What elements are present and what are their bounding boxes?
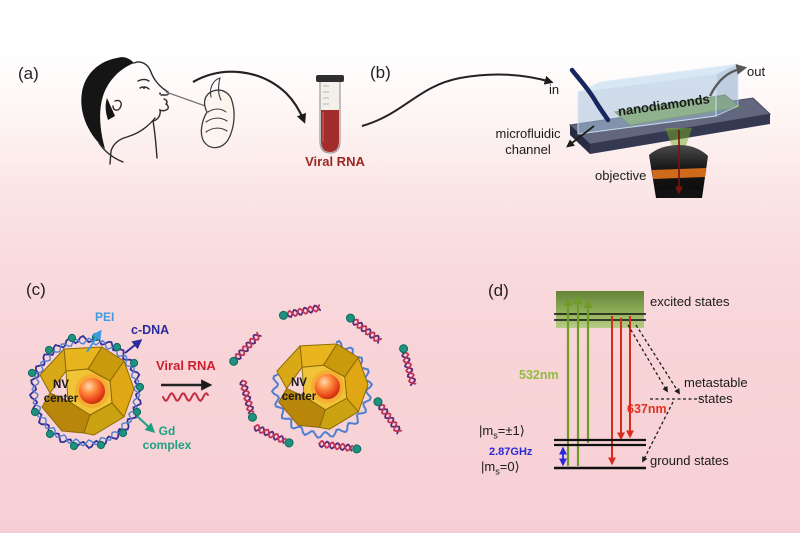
curved-arrow <box>361 73 554 127</box>
gd-complex-dots <box>27 332 145 451</box>
metastable-states-label-line1: metastable <box>684 375 748 390</box>
panel-c-label: (c) <box>26 280 46 299</box>
outlet-arrow <box>708 64 748 97</box>
nostril <box>159 92 161 95</box>
cdna-coating-ring <box>28 334 144 450</box>
ground-state-levels <box>554 438 646 470</box>
curved-arrow <box>192 70 307 124</box>
panel-b-label: (b) <box>370 63 391 82</box>
hair <box>81 57 134 149</box>
strand-1 <box>277 302 322 322</box>
viral-rna-wave <box>162 391 209 403</box>
functionalized-nanodiamond-scheme <box>27 302 418 455</box>
excited-states-label: excited states <box>650 294 730 309</box>
strand-2 <box>343 311 383 345</box>
ground-states-label: ground states <box>650 453 729 468</box>
outlet-label: out <box>747 64 766 79</box>
pei-label: PEI <box>95 310 115 324</box>
swab-stick <box>165 91 212 109</box>
sideburn <box>105 98 115 120</box>
arrow-swab-to-tube <box>192 70 307 124</box>
strand-7 <box>252 422 296 450</box>
gd-arrow <box>136 415 156 434</box>
nonradiative-paths <box>627 324 702 463</box>
test-tube <box>316 75 344 154</box>
hand <box>200 77 235 149</box>
person-head <box>81 57 170 165</box>
cdna-arrow <box>124 339 143 354</box>
graduations <box>323 85 329 105</box>
inlet-tube <box>569 67 611 123</box>
microwave-frequency-label: 2.87GHz <box>489 446 533 458</box>
nv-center-label-1: NV center <box>43 379 79 405</box>
ms-zero-label: |ms=0⟩ <box>481 459 520 477</box>
swab-sampling-illustration <box>81 57 235 165</box>
tube-liquid <box>321 110 339 152</box>
panel-d-label: (d) <box>488 281 509 300</box>
channel-pointer-arrow <box>566 125 595 148</box>
ms-plus-minus-one-label: |ms=±1⟩ <box>479 423 525 441</box>
strand-5 <box>237 378 259 424</box>
strand-6 <box>371 395 404 436</box>
viral-rna-trigger-label: Viral RNA <box>156 358 216 373</box>
nanodiamond-released <box>270 339 374 439</box>
objective-label: objective <box>595 168 647 183</box>
objective-assembly <box>649 128 708 198</box>
pei-arrow <box>86 329 102 353</box>
tube-rim <box>316 75 344 82</box>
strand-4 <box>397 342 418 387</box>
viral-rna-sample-label: Viral RNA <box>305 154 365 169</box>
cdna-label: c-DNA <box>131 323 170 337</box>
emission-637-arrows <box>608 316 634 466</box>
gd-complex-label: Gd complex <box>142 424 192 453</box>
pump-wavelength-label: 532nm <box>519 368 559 382</box>
face-profile <box>98 61 170 165</box>
inlet-label: in <box>549 82 560 97</box>
strand-3 <box>227 330 263 368</box>
eye <box>143 87 145 89</box>
pump-532-arrows <box>563 295 593 466</box>
pei-coating-ring <box>31 337 141 447</box>
channel-glass-box <box>577 63 739 135</box>
nanodiamond-coated <box>27 332 145 451</box>
microfluidic-channel-label: microfluidic channel <box>495 126 561 157</box>
metastable-states-label-line2: states <box>698 391 733 406</box>
nv-energy-level-diagram <box>554 291 702 470</box>
nv-center-label-2: NV center <box>281 377 317 403</box>
panel-a-label: (a) <box>18 64 39 83</box>
strand-8 <box>317 438 363 455</box>
emission-wavelength-label: 637nm <box>627 402 667 416</box>
arrow-tube-to-chip <box>361 73 554 127</box>
